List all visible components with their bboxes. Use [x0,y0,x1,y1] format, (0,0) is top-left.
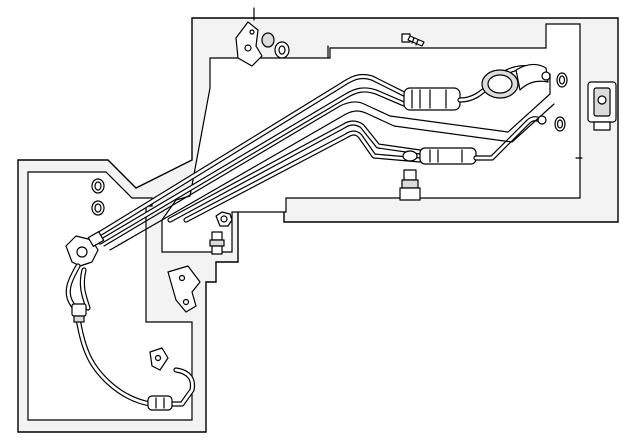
grommet-pair-top [261,32,290,59]
right-small-fitting [537,115,547,125]
suction-line-assembly [93,65,543,245]
service-valve-left [209,231,225,255]
service-valve-middle [399,150,421,201]
nut-middle-left [215,211,233,227]
liquid-line-assembly [167,116,543,223]
long-line-b [109,103,555,251]
discharge-hose-assembly [65,231,196,411]
o-ring-upper-right [556,72,568,88]
long-line-a [103,73,551,247]
compressor-fitting [481,63,551,99]
o-ring-pair-left [91,178,105,216]
o-ring-right-middle [554,116,566,132]
bolt-top [401,33,425,47]
mounting-bracket-lower [167,265,201,313]
expansion-valve [587,81,617,131]
liquid-line-sleeve [419,147,477,165]
mounting-bracket-top [235,21,263,67]
